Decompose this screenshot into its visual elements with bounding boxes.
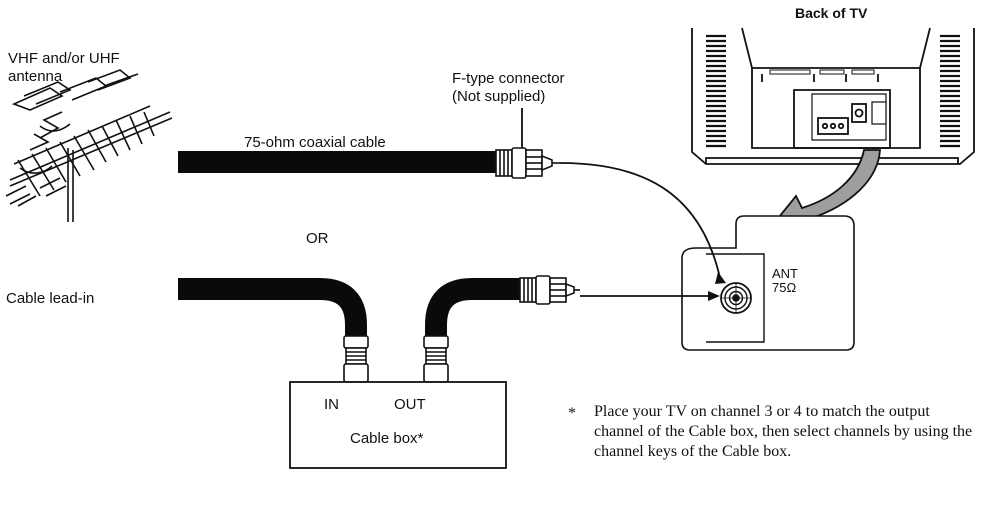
wire-to-ant-top xyxy=(559,162,721,279)
in-connector xyxy=(343,335,369,383)
cable-box xyxy=(289,381,507,469)
antenna-illustration xyxy=(5,69,173,222)
out-connector xyxy=(423,335,449,383)
tv-vent-left xyxy=(706,34,726,148)
wire-arrowhead-bottom xyxy=(708,291,720,301)
cable-lead-in xyxy=(178,278,367,338)
cable-box-label: Cable box* xyxy=(350,430,424,447)
wire-arrowhead-top xyxy=(715,272,726,284)
antenna-label: VHF and/or UHF antenna xyxy=(8,50,120,85)
ant-detail-panel xyxy=(681,215,855,351)
back-of-tv-label: Back of TV xyxy=(795,5,868,21)
box-out-label: OUT xyxy=(394,396,426,413)
ant-label: ANT xyxy=(772,266,798,281)
cable-lead-in-label: Cable lead-in xyxy=(6,290,95,307)
f-connector-bottom xyxy=(519,275,580,305)
box-in-label: IN xyxy=(324,396,339,413)
connector-label: F-type connector (Not supplied) xyxy=(452,70,565,105)
tv-back-illustration xyxy=(691,27,975,165)
or-label: OR xyxy=(306,230,329,247)
coaxial-cable-top xyxy=(178,151,500,173)
coax-cable-label: 75-ohm coaxial cable xyxy=(244,134,386,151)
footnote-text: Place your TV on channel 3 or 4 to match… xyxy=(594,403,973,460)
f-connector-top xyxy=(495,147,560,179)
cable-box-output xyxy=(425,278,524,338)
ant-ohm-label: 75Ω xyxy=(772,280,796,295)
footnote-marker: * xyxy=(568,405,576,422)
tv-vent-right xyxy=(940,34,960,148)
